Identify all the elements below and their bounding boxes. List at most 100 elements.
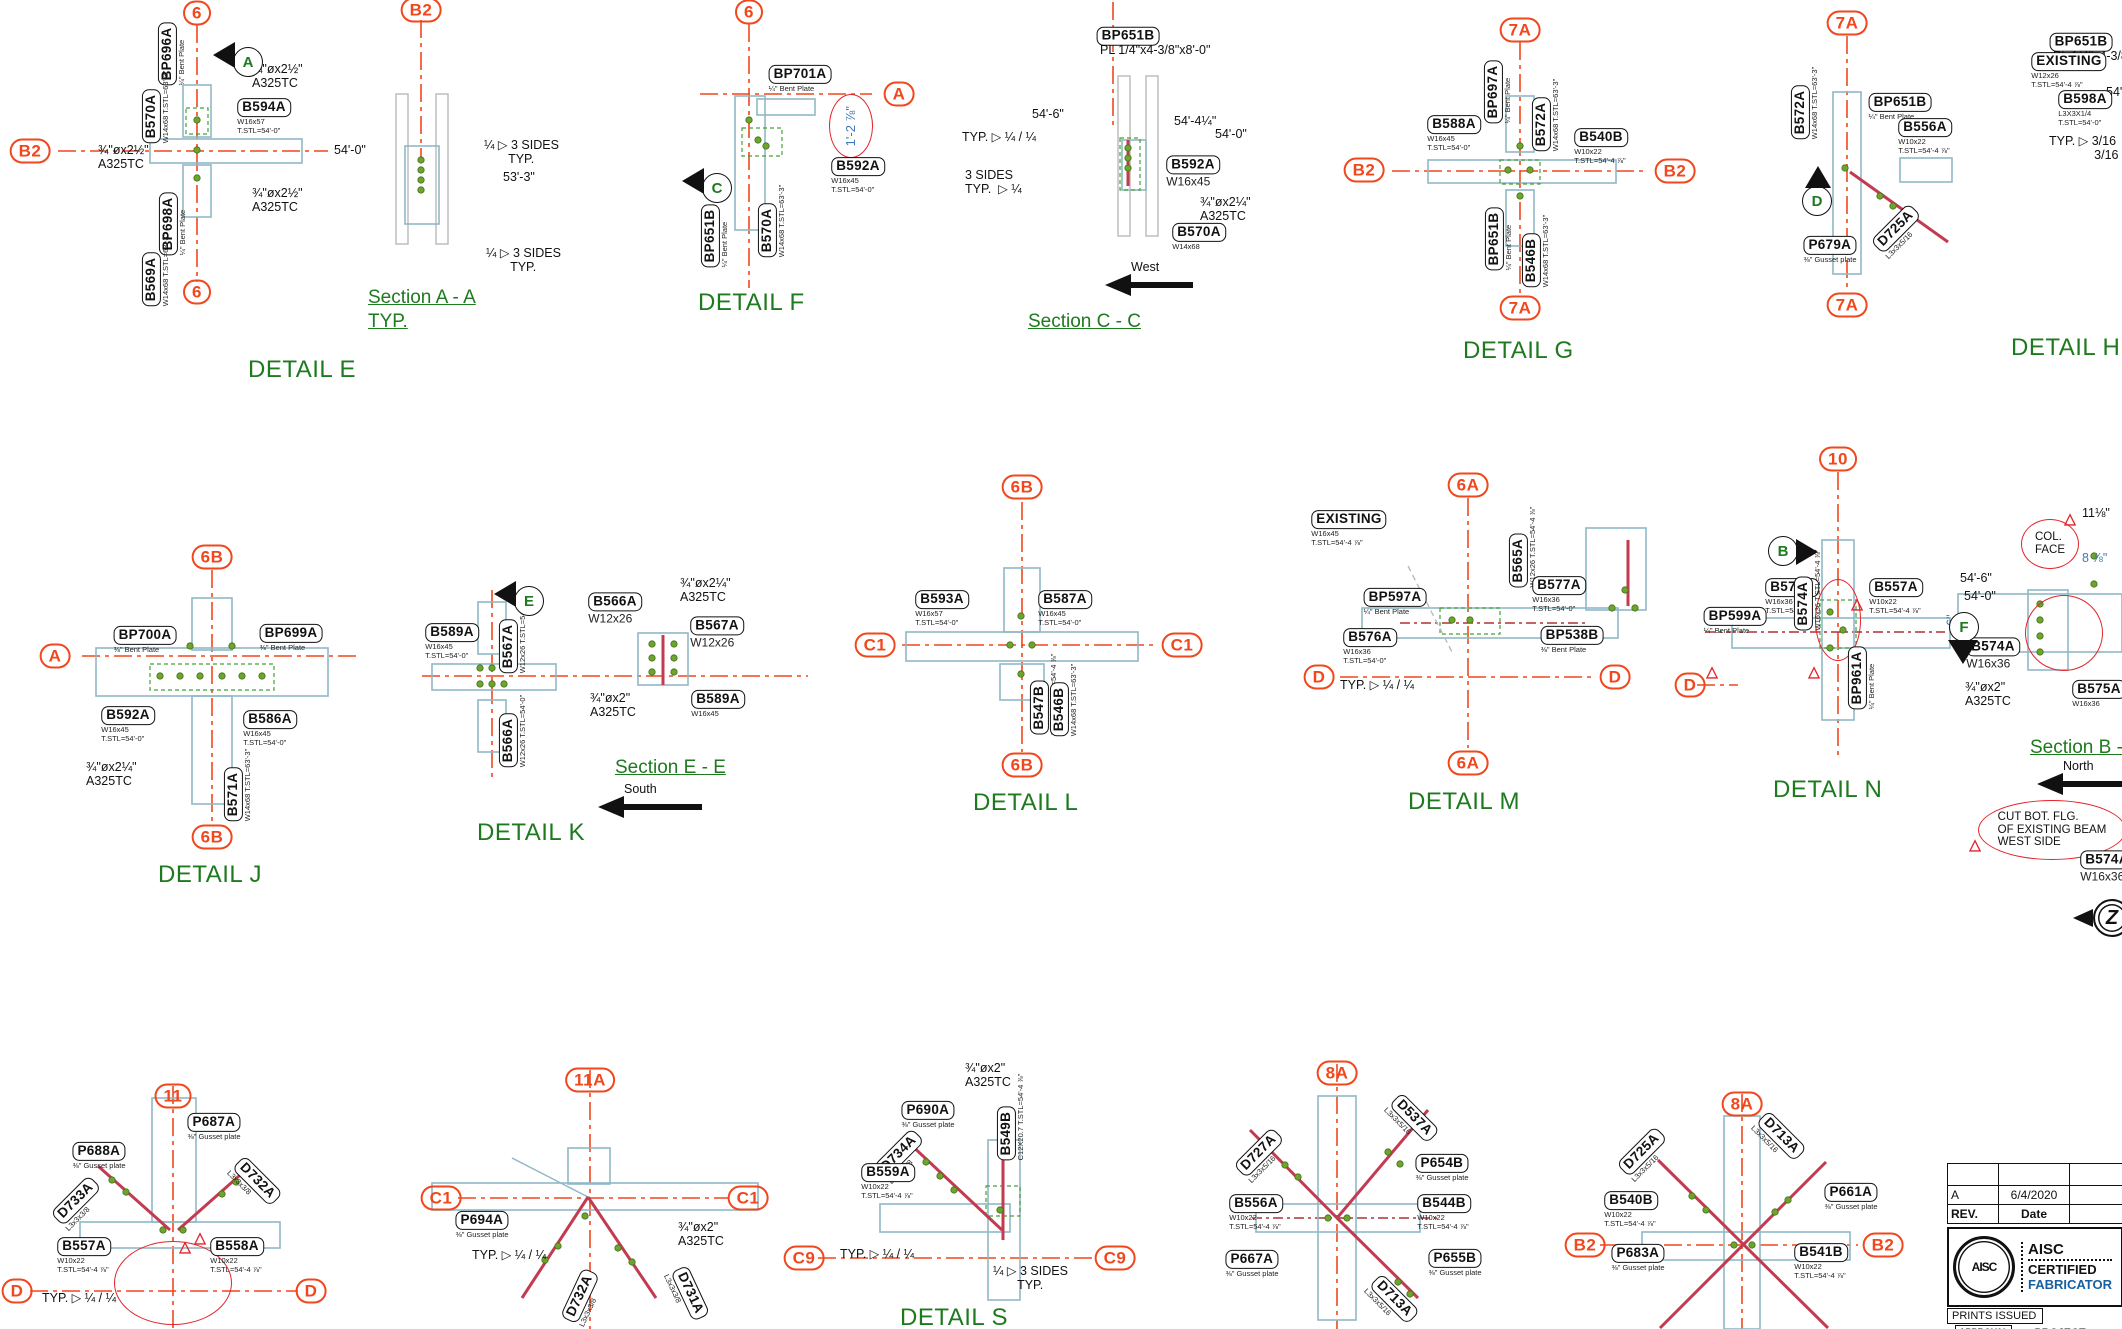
grid-bubble: 8A	[1721, 1091, 1763, 1117]
callout-note: 54'-6"	[1032, 107, 1064, 121]
callout-note: ¾"øx2½" A325TC	[252, 186, 303, 215]
callout-note: ¾"øx2" A325TC	[1965, 680, 2011, 709]
z-arrow-icon	[2073, 909, 2093, 927]
grid-bubble: D	[1599, 664, 1631, 690]
section-marker-flag-icon	[1795, 539, 1818, 565]
part-tag: BP651B	[2049, 32, 2113, 52]
grid-bubble: B2	[1564, 1232, 1606, 1258]
section-marker-flag-icon	[213, 42, 236, 68]
callout-note: TYP. ▷ ¼ / ¼	[1340, 678, 1414, 692]
callout-note: TYP. ▷ ¼ / ¼	[472, 1248, 546, 1262]
callout-note: 54'-0"	[1215, 127, 1247, 141]
grid-bubble: 6	[183, 279, 211, 305]
section-marker: B	[1768, 536, 1818, 566]
grid-bubble: C1	[727, 1185, 769, 1211]
grid-bubble: 7A	[1499, 17, 1541, 43]
revision-cloud: CUT BOT. FLG. OF EXISTING BEAM WEST SIDE	[1978, 800, 2122, 860]
section-title: Section C - C	[1028, 311, 1141, 332]
arrowhead-icon	[1105, 274, 1131, 296]
section-marker-flag-icon	[494, 581, 517, 607]
direction-arrow: South	[598, 782, 702, 818]
grid-bubble: C1	[420, 1185, 462, 1211]
grid-bubble: B2	[1862, 1232, 1904, 1258]
section-title: Section E - E	[615, 757, 726, 778]
revision-triangle-icon: △	[1969, 836, 1981, 854]
z-circle-icon: Z	[2093, 899, 2122, 937]
arrowhead-icon	[2037, 773, 2063, 795]
callout-note: ¾"øx2¼" A325TC	[680, 576, 731, 605]
callout-note: ¾"øx2" A325TC	[590, 691, 636, 720]
grid-bubble: 7A	[1826, 292, 1868, 318]
callout-note: 11⅛"	[2082, 506, 2110, 520]
revision-triangle-icon: △	[2064, 510, 2076, 528]
grid-bubble: B2	[1654, 158, 1696, 184]
grid-bubble: D	[295, 1278, 327, 1304]
detail-title: DETAIL F	[698, 289, 805, 316]
callout-note: ¼ ▷ 3 SIDES TYP.	[486, 246, 561, 275]
grid-bubble: D	[1303, 664, 1335, 690]
grid-bubble: 7A	[1826, 10, 1868, 36]
grid-bubble: 6A	[1447, 750, 1489, 776]
detail-title: DETAIL K	[477, 819, 586, 846]
aisc-seal-icon: AISC	[1953, 1236, 2015, 1298]
callout-note: TYP. ▷ ¼ / ¼	[42, 1291, 116, 1305]
grid-bubble: 6A	[1447, 472, 1489, 498]
direction-arrow: West	[1105, 260, 1193, 296]
grid-bubble: 11	[154, 1083, 192, 1109]
callout-note: TYP. ▷ 3/16 3/16	[2049, 134, 2119, 163]
grid-bubble: B2	[1343, 157, 1385, 183]
grid-bubble: A	[883, 81, 915, 107]
part-tag: BP651B	[1096, 26, 1160, 46]
section-marker: A	[213, 42, 263, 77]
detail-title: DETAIL L	[973, 789, 1079, 816]
revision-cloud	[1815, 579, 1861, 661]
cloud-text: 1'-2 ⅞"	[842, 105, 858, 147]
direction-label: North	[2063, 759, 2094, 773]
callout-note: 8 ⅞"	[2082, 551, 2108, 565]
grid-bubble: 6	[735, 0, 763, 25]
rev-header: REV.	[1947, 1204, 1999, 1224]
revision-cloud: 1'-2 ⅞"	[829, 94, 873, 158]
grid-bubble: B2	[400, 0, 442, 23]
grid-bubble: 10	[1819, 446, 1857, 472]
grid-bubble: 11A	[565, 1067, 615, 1093]
fabricator-label: FABRICATOR	[2028, 1276, 2113, 1292]
z-orientation-symbol: Z	[2073, 899, 2122, 937]
callout-note: 53'-3"	[503, 170, 535, 184]
revision-cloud	[2025, 595, 2103, 671]
callout-note: ¾"øx2" A325TC	[678, 1220, 724, 1249]
revision-letter: A	[1947, 1185, 1999, 1205]
